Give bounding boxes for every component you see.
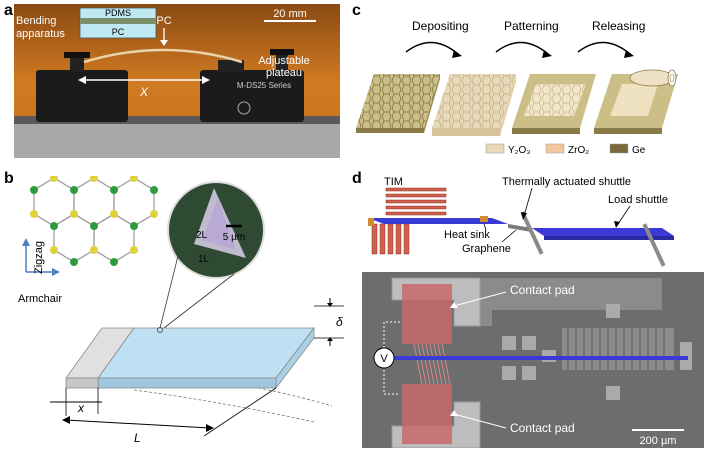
device-schematic: TIM Thermally actuated shuttle Load shut…: [368, 176, 674, 267]
inset-pdms-label: PDMS: [105, 8, 131, 18]
scale-label-b: 5 µm: [223, 232, 245, 243]
plateau-label-line1: Adjustable: [258, 55, 309, 67]
scale-label-a: 20 mm: [273, 8, 307, 20]
armchair-label: Armchair: [18, 293, 62, 305]
sem-image: V Contact pad Contact pad 200 µm: [362, 272, 704, 448]
brand-label: M-DS25 Series: [237, 81, 291, 90]
arrow-releasing-head-icon: [624, 50, 634, 58]
zoom-line-left: [159, 255, 179, 329]
contact-pad-bottom: [402, 384, 452, 444]
arrow-releasing: [577, 41, 631, 55]
panel-letter-c: c: [352, 2, 361, 19]
sem-beams: [413, 343, 451, 385]
step-deposited: [432, 74, 516, 136]
tim-anchor: [368, 218, 374, 226]
step-label-releasing: Releasing: [592, 19, 645, 33]
tim-label: TIM: [384, 176, 403, 188]
left-clamp-block: [36, 52, 128, 122]
legend-label-ge: Ge: [632, 145, 646, 156]
step-released: [594, 69, 678, 134]
bending-slab: [65, 326, 333, 423]
step-patterned: [512, 74, 596, 134]
contact-top-arrow-icon: [450, 302, 458, 308]
lattice-atoms: [30, 176, 158, 266]
sem-shuttle-beam: [382, 356, 688, 360]
arrow-depositing: [405, 41, 459, 55]
arrow-patterning: [495, 41, 549, 55]
length-dimension: [65, 419, 211, 429]
right-plateau-block: M-DS25 Series: [200, 49, 304, 122]
heat-sink-label: Heat sink: [444, 229, 490, 241]
panel-letter-a: a: [4, 2, 13, 19]
scale-label-d: 200 µm: [640, 435, 677, 447]
voltage-label: V: [380, 353, 388, 365]
graphene-link: [508, 224, 532, 232]
x-label: x: [77, 401, 85, 415]
delta-arrow-top-icon: [327, 303, 333, 307]
load-arrow-icon: [614, 221, 620, 228]
apparatus-label-line2: apparatus: [16, 28, 65, 40]
material-legend: Y₂O₃ ZrO₂ Ge: [485, 143, 646, 156]
delta-arrow-bottom-icon: [327, 337, 333, 341]
apparatus-label-line1: Bending: [16, 15, 56, 27]
arrow-patterning-head-icon: [542, 50, 552, 58]
panel-d-device: TIM Thermally actuated shuttle Load shut…: [362, 176, 704, 448]
layer-2l-label: 2L: [196, 230, 208, 241]
layer-inset: PDMS PC: [79, 7, 157, 39]
contact-pad-bottom-label: Contact pad: [510, 421, 575, 435]
distance-arrow-right-icon: [202, 76, 210, 84]
distance-label: X: [139, 85, 149, 99]
legend-label-y2o3: Y₂O₃: [508, 145, 530, 156]
tim-beam: [368, 218, 508, 224]
contact-bottom-arrow-icon: [450, 410, 458, 416]
inset-pc-label: PC: [112, 27, 125, 37]
shuttle-arrow-icon: [521, 212, 527, 220]
length-arrow-right-icon: [206, 424, 214, 432]
voltage-source-icon: [373, 347, 395, 369]
pc-arrow-head-icon: [160, 40, 168, 46]
zigzag-label: Zigzag: [33, 241, 45, 274]
panel-letter-b: b: [4, 170, 14, 187]
zigzag-arrow-icon: [22, 238, 30, 246]
contact-pad-top: [402, 284, 452, 344]
graphene-label: Graphene: [462, 243, 511, 255]
contact-pad-top-label: Contact pad: [510, 283, 575, 297]
microscope-inset: 5 µm 2L 1L: [167, 181, 265, 279]
shuttle-label: Thermally actuated shuttle: [502, 176, 631, 188]
anchor-post-1: [520, 211, 544, 255]
arrow-depositing-head-icon: [452, 50, 462, 58]
comb-drive: [562, 328, 674, 370]
pc-label: PC: [156, 15, 171, 27]
heat-sink-pad: [480, 216, 488, 222]
legend-swatch-y2o3: [485, 143, 505, 154]
zoom-line-right: [163, 273, 235, 329]
step-ge-substrate: [356, 74, 440, 133]
load-shuttle-label: Load shuttle: [608, 194, 668, 206]
panel-c-process: Depositing Patterning Releasing Y₂O₃ ZrO…: [356, 19, 678, 156]
panel-letter-d: d: [352, 170, 362, 187]
legend-label-zro2: ZrO₂: [568, 145, 589, 156]
legend-swatch-zro2: [545, 143, 565, 154]
anchor-post-2: [642, 223, 666, 267]
step-label-patterning: Patterning: [504, 19, 559, 33]
layer-1l-label: 1L: [198, 254, 210, 265]
legend-swatch-ge: [609, 143, 629, 154]
panel-a-photo: M-DS25 Series PDMS PC Bending apparatus …: [14, 4, 340, 158]
step-label-depositing: Depositing: [412, 19, 469, 33]
bent-pc-strip: [83, 48, 243, 64]
armchair-arrow-icon: [52, 268, 60, 276]
panel-b-diagram: Zigzag Armchair 5 µm 2L 1L δ x L: [18, 176, 344, 445]
load-shuttle-beam: [532, 228, 674, 236]
plateau-label-line2: plateau: [266, 67, 302, 79]
delta-label: δ: [336, 315, 343, 329]
distance-arrow-left-icon: [78, 76, 86, 84]
length-arrow-left-icon: [62, 416, 70, 424]
tim-actuator: [371, 187, 447, 255]
length-label: L: [134, 431, 141, 445]
